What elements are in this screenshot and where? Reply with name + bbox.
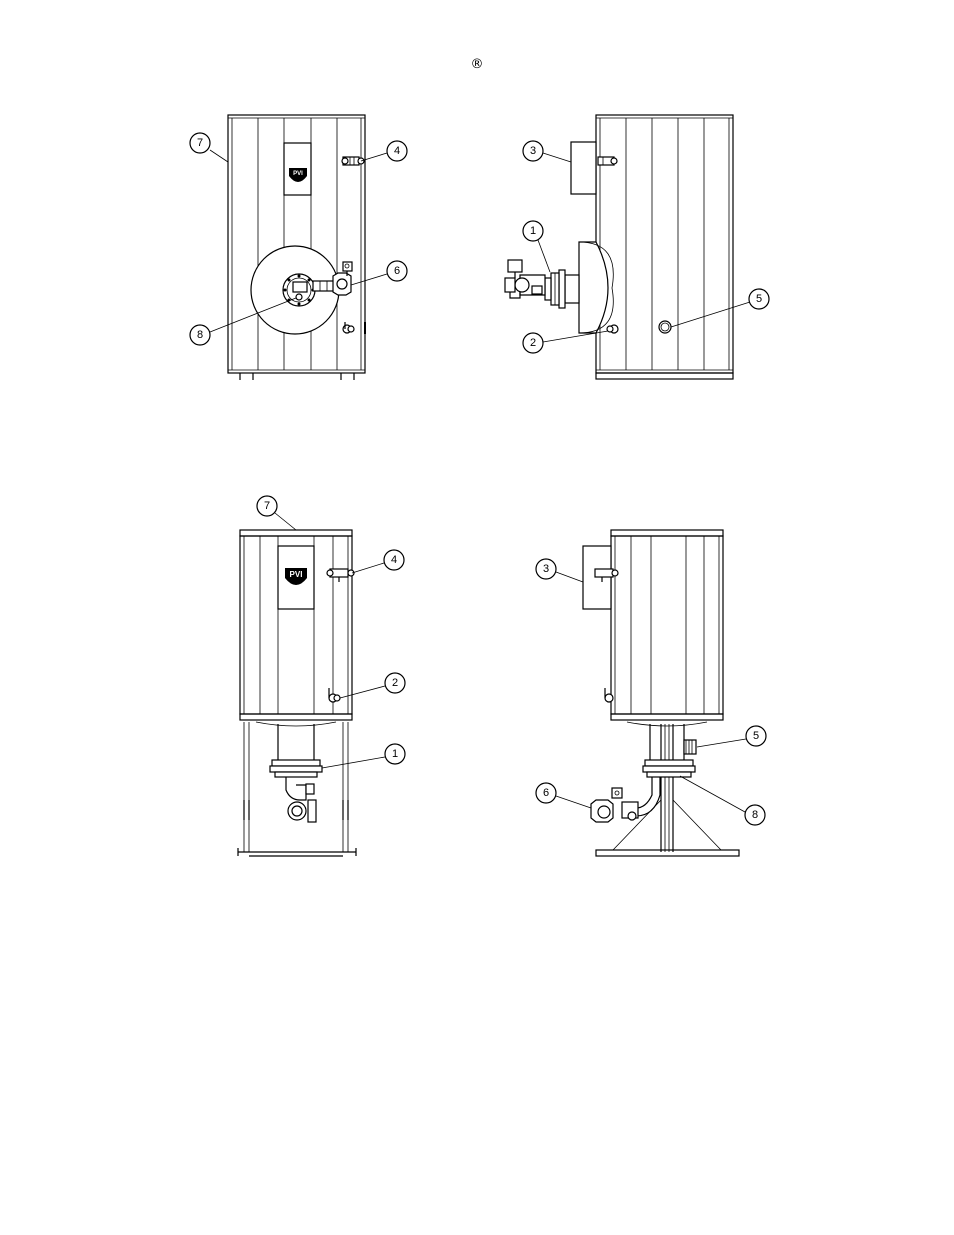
callout-8: 8 (680, 776, 765, 825)
callout-7: 7 (190, 133, 228, 162)
svg-text:8: 8 (197, 329, 203, 341)
burner-assembly (270, 724, 322, 822)
svg-text:6: 6 (543, 787, 549, 799)
svg-text:4: 4 (394, 145, 400, 157)
callout-1: 1 (523, 221, 550, 272)
svg-text:7: 7 (197, 137, 203, 149)
relief-valve (342, 157, 364, 165)
callout-6: 6 (536, 783, 591, 808)
sight-port (659, 321, 671, 333)
svg-text:2: 2 (530, 337, 536, 349)
tank-body (596, 115, 733, 379)
callout-3: 3 (536, 559, 583, 582)
callout-3: 3 (523, 141, 571, 162)
svg-text:6: 6 (394, 265, 400, 277)
relief-valve (598, 157, 617, 165)
stand (238, 722, 356, 856)
drain-valve (607, 325, 618, 333)
view-horizontal-side: 3 1 2 5 (505, 115, 769, 379)
drain-valve (343, 322, 354, 333)
callout-7: 7 (257, 496, 296, 530)
head-dome (579, 242, 608, 333)
callout-5: 5 (697, 726, 766, 747)
callout-4: 4 (361, 141, 407, 161)
svg-text:3: 3 (543, 563, 549, 575)
view-vertical-front: PVI (238, 496, 405, 856)
drain-valve (329, 688, 340, 702)
view-horizontal-front: PVI (190, 115, 407, 380)
svg-text:2: 2 (392, 677, 398, 689)
svg-text:PVI: PVI (290, 570, 303, 579)
svg-text:4: 4 (391, 554, 397, 566)
control-box (571, 142, 596, 194)
registered-mark: ® (471, 57, 484, 72)
svg-text:PVI: PVI (293, 171, 303, 177)
relief-valve (327, 569, 354, 582)
callout-4: 4 (352, 550, 404, 573)
tank-body (611, 530, 723, 726)
callout-6: 6 (351, 261, 407, 285)
drain-valve (605, 688, 613, 702)
svg-text:5: 5 (753, 730, 759, 742)
callout-2: 2 (340, 673, 405, 698)
burner-assembly (505, 260, 579, 308)
callout-2: 2 (523, 331, 608, 353)
view-vertical-side: 3 5 6 8 (536, 530, 766, 856)
svg-text:1: 1 (530, 225, 536, 237)
svg-text:1: 1 (392, 748, 398, 760)
callout-1: 1 (322, 744, 405, 768)
svg-text:8: 8 (752, 809, 758, 821)
callout-5: 5 (671, 289, 769, 327)
svg-text:3: 3 (530, 145, 536, 157)
svg-text:5: 5 (756, 293, 762, 305)
svg-text:7: 7 (264, 500, 270, 512)
